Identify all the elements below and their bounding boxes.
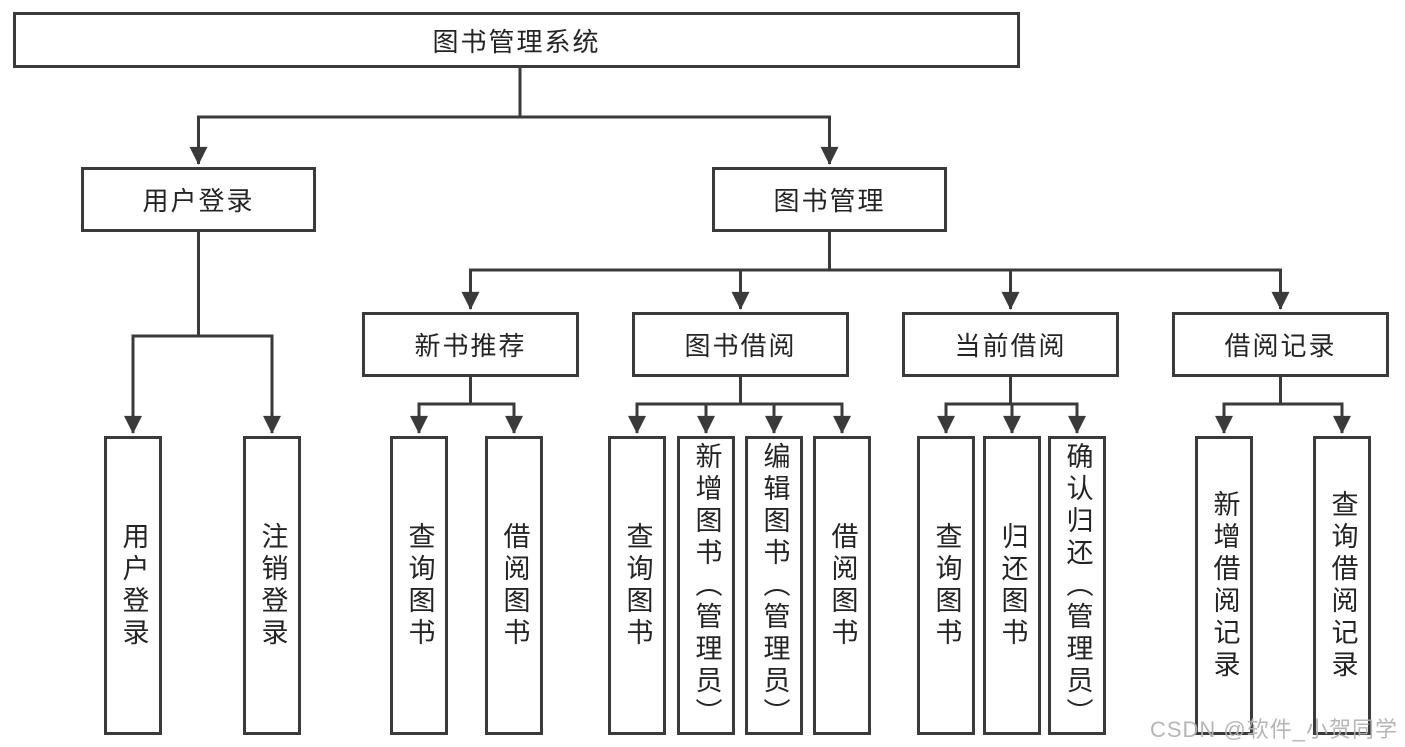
- node-user-login: 用户登录: [81, 167, 316, 232]
- leaf-borrow-query-books: 查询图书: [608, 436, 666, 735]
- leaf-borrow-books: 借阅图书: [813, 436, 871, 735]
- leaf-add-books-admin: 新增图书（管理员）: [677, 436, 735, 735]
- node-new-book-recommend: 新书推荐: [362, 312, 579, 377]
- leaf-current-query-books: 查询图书: [917, 436, 975, 735]
- leaf-user-login: 用户登录: [104, 436, 162, 735]
- node-book-borrow: 图书借阅: [632, 312, 849, 377]
- leaf-query-borrow-record: 查询借阅记录: [1313, 436, 1371, 735]
- leaf-logout: 注销登录: [243, 436, 301, 735]
- leaf-confirm-return-admin: 确认归还（管理员）: [1048, 436, 1106, 735]
- leaf-rec-borrow-books: 借阅图书: [485, 436, 543, 735]
- leaf-add-borrow-record: 新增借阅记录: [1195, 436, 1253, 735]
- csdn-watermark: CSDN @软件_小贺同学: [1149, 717, 1398, 742]
- node-current-borrow: 当前借阅: [902, 312, 1119, 377]
- leaf-return-books: 归还图书: [983, 436, 1041, 735]
- node-root-library-system: 图书管理系统: [13, 12, 1020, 68]
- leaf-edit-books-admin: 编辑图书（管理员）: [745, 436, 803, 735]
- leaf-rec-query-books: 查询图书: [390, 436, 448, 735]
- node-book-management: 图书管理: [712, 167, 947, 232]
- node-borrow-records: 借阅记录: [1172, 312, 1389, 377]
